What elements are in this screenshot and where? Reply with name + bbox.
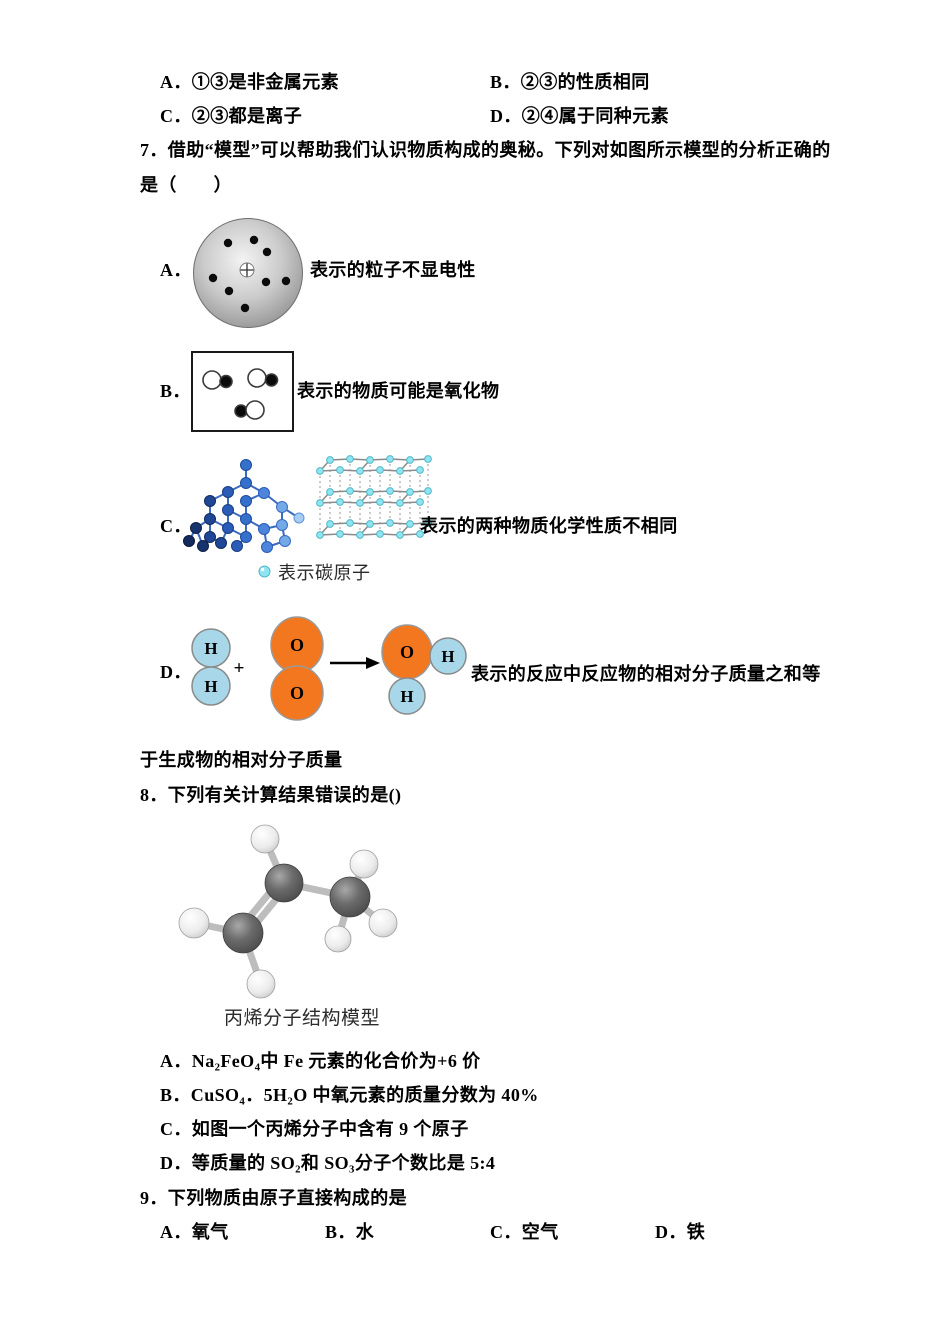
- prev-option-d: D．②④属于同种元素: [490, 106, 669, 126]
- h-atom-label: H: [400, 687, 413, 706]
- q7-option-b-caption: 表示的物质可能是氧化物: [297, 381, 500, 401]
- carbon-atoms: [222, 863, 371, 954]
- graphite-atoms: [316, 455, 432, 539]
- electron-dots: [208, 235, 291, 313]
- h-atom-label: H: [204, 677, 217, 696]
- q7-option-c-caption: 表示的两种物质化学性质不相同: [420, 516, 678, 536]
- h-atom-label: H: [441, 647, 454, 666]
- q7-option-a-label: A．: [160, 260, 192, 280]
- q7-option-a-caption: 表示的粒子不显电性: [310, 260, 476, 280]
- diamond-bonds: [188, 465, 300, 548]
- h-atom-label: H: [204, 639, 217, 658]
- q9-option-d: D．铁: [655, 1222, 706, 1242]
- molecule-box-diagram: [191, 351, 294, 432]
- q7-option-c-label: C．: [160, 516, 192, 536]
- diamond-atoms: [183, 459, 305, 553]
- graphite-structure-diagram: [316, 455, 432, 539]
- q8-option-c: C．如图一个丙烯分子中含有 9 个原子: [160, 1119, 469, 1139]
- q8-option-a: A．Na₂FeO₄中 Fe 元素的化合价为+6 价: [160, 1051, 481, 1071]
- reaction-model-diagram: H H + O O O H H: [191, 616, 467, 721]
- o-atom-label: O: [290, 683, 304, 703]
- h2o-molecule: O H H: [381, 624, 467, 715]
- q8-stem: 8．下列有关计算结果错误的是(): [140, 785, 402, 805]
- q7-option-d-caption-line2: 于生成物的相对分子质量: [140, 750, 343, 770]
- diatomic-molecules: [202, 368, 279, 420]
- o2-molecule: O O: [270, 616, 324, 721]
- q7-option-d-caption-line1: 表示的反应中反应物的相对分子质量之和等: [471, 664, 821, 684]
- q7-stem-line2: 是（ ）: [140, 175, 232, 195]
- q9-stem: 9．下列物质由原子直接构成的是: [140, 1188, 407, 1208]
- o-atom-label: O: [400, 642, 414, 662]
- hydrogen-atoms: [178, 824, 398, 999]
- atom-model-diagram: [193, 218, 303, 328]
- q9-option-a: A．氧气: [160, 1222, 229, 1242]
- q9-option-c: C．空气: [490, 1222, 559, 1242]
- propene-model-diagram: [178, 824, 398, 999]
- q8-option-d: D．等质量的 SO₂和 SO₃分子个数比是 5:4: [160, 1153, 496, 1173]
- propene-figure-caption: 丙烯分子结构模型: [224, 1008, 381, 1029]
- o-atom-label: O: [290, 635, 304, 655]
- prev-option-a: A．①③是非金属元素: [160, 72, 339, 92]
- prev-option-b: B．②③的性质相同: [490, 72, 650, 92]
- plus-sign: +: [234, 658, 245, 679]
- nucleus-icon: [239, 262, 255, 278]
- q7-option-c-legend: 表示碳原子: [278, 563, 371, 583]
- prev-option-c: C．②③都是离子: [160, 106, 303, 126]
- h2-molecule: H H: [191, 628, 231, 706]
- box-border: [191, 351, 294, 432]
- carbon-atom-icon: [258, 565, 271, 578]
- q7-option-b-label: B．: [160, 381, 191, 401]
- q7-stem-line1: 7．借助“模型”可以帮助我们认识物质构成的奥秘。下列对如图所示模型的分析正确的: [140, 140, 831, 160]
- q8-option-b: B．CuSO₄．5H₂O 中氧元素的质量分数为 40%: [160, 1085, 539, 1105]
- q7-option-d-label: D．: [160, 662, 192, 682]
- interlayer-dotted-lines: [319, 459, 429, 535]
- reaction-arrow-icon: [330, 657, 380, 669]
- diamond-structure-diagram: [183, 459, 305, 553]
- q9-option-b: B．水: [325, 1222, 375, 1242]
